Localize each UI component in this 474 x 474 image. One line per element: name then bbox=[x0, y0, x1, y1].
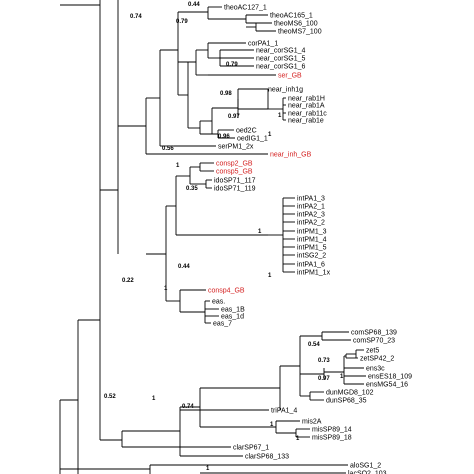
taxon-label: ensMG54_16 bbox=[366, 382, 408, 389]
taxon-label: dunMGD8_102 bbox=[326, 390, 374, 397]
support-value: 0.44 bbox=[178, 264, 190, 270]
taxon-label: clarSP68_133 bbox=[245, 454, 289, 461]
taxon-label: intPM1_5 bbox=[297, 245, 327, 252]
taxon-label: near_inh_GB bbox=[270, 152, 312, 159]
support-value: 0.97 bbox=[318, 376, 330, 382]
taxon-label: comSP70_23 bbox=[353, 338, 395, 345]
support-value: 0.98 bbox=[220, 91, 232, 97]
taxon-label: zet5 bbox=[366, 348, 379, 355]
taxon-label: near_rab1e bbox=[288, 118, 324, 125]
support-value: 0.74 bbox=[130, 14, 142, 20]
taxon-label: intPA1_3 bbox=[297, 196, 325, 203]
support-value: 1 bbox=[258, 229, 262, 235]
support-value: 0.54 bbox=[308, 342, 320, 348]
taxon-label: near_corSG1_4 bbox=[256, 48, 306, 55]
taxon-label: clarSP67_1 bbox=[233, 445, 269, 452]
taxon-label: intPM1_4 bbox=[297, 237, 327, 244]
taxon-label: intPA1_6 bbox=[297, 262, 325, 269]
taxon-label: intPA2_2 bbox=[297, 220, 325, 227]
support-values: 0.74 0.44 0.79 0.79 0.98 0.97 0.96 1 1 0.56 1 0.35 1… bbox=[104, 2, 344, 472]
support-value: 1 bbox=[270, 422, 274, 428]
taxon-label: oed2C bbox=[236, 128, 257, 135]
taxon-label: misSP89_18 bbox=[312, 435, 352, 442]
taxon-label: corPA1_1 bbox=[248, 41, 278, 48]
support-value: 1 bbox=[206, 466, 210, 472]
taxon-label: near_rab1H bbox=[288, 96, 325, 103]
support-value: 1 bbox=[278, 113, 282, 119]
taxon-label: intPA2_3 bbox=[297, 212, 325, 219]
taxon-label: aloSG1_2 bbox=[350, 463, 381, 470]
support-value: 0.44 bbox=[188, 2, 200, 8]
support-value: 0.96 bbox=[218, 134, 230, 140]
taxon-label: comSP68_139 bbox=[351, 330, 397, 337]
taxon-label: theoMS6_100 bbox=[274, 21, 318, 28]
support-value: 0.79 bbox=[226, 62, 238, 68]
taxon-label: idoSP71_117 bbox=[214, 178, 256, 185]
taxon-label: serPM1_2x bbox=[218, 144, 254, 151]
taxon-label: near_inh1g bbox=[268, 87, 303, 94]
taxon-label: eas. bbox=[212, 299, 225, 306]
taxon-label: near_corSG1_5 bbox=[256, 56, 306, 63]
support-value: 0.56 bbox=[162, 146, 174, 152]
support-value: 0.79 bbox=[176, 19, 188, 25]
taxon-label: theoMS7_100 bbox=[278, 29, 322, 36]
support-value: 1 bbox=[176, 163, 180, 169]
support-value: 0.22 bbox=[122, 278, 134, 284]
support-value: 1 bbox=[268, 273, 272, 279]
taxon-label: consp2_GB bbox=[216, 161, 253, 168]
taxon-labels: theoAC127_1theoAC165_1theoMS6_100theoMS7… bbox=[208, 5, 412, 474]
taxon-label: eas_1B bbox=[221, 307, 245, 314]
taxon-label: consp4_GB bbox=[208, 288, 245, 295]
support-value: 0.97 bbox=[228, 114, 240, 120]
support-value: 1 bbox=[268, 132, 272, 138]
support-value: 1 bbox=[164, 286, 168, 292]
taxon-label: ser_GB bbox=[278, 73, 302, 80]
taxon-label: intPM1_3 bbox=[297, 229, 327, 236]
support-value: 1 bbox=[152, 396, 156, 402]
taxon-label: intPA2_1 bbox=[297, 204, 325, 211]
tree-branches bbox=[59, 0, 366, 474]
taxon-label: triPA1_4 bbox=[271, 408, 297, 415]
taxon-label: theoAC127_1 bbox=[224, 5, 267, 12]
taxon-label: consp5_GB bbox=[216, 169, 253, 176]
taxon-label: ens3c bbox=[366, 366, 385, 373]
taxon-label: dunSP68_35 bbox=[326, 398, 367, 405]
taxon-label: near_corSG1_6 bbox=[256, 64, 306, 71]
taxon-label: mis2A bbox=[302, 419, 322, 426]
support-value: 0.74 bbox=[182, 404, 194, 410]
taxon-label: eas_7 bbox=[213, 321, 232, 328]
support-value: 0.73 bbox=[318, 358, 330, 364]
support-value: 0.35 bbox=[186, 186, 198, 192]
taxon-label: lacSQ2_103 bbox=[348, 471, 387, 474]
taxon-label: idoSP71_119 bbox=[214, 186, 256, 193]
taxon-label: eas_1d bbox=[221, 314, 244, 321]
support-value: 1 bbox=[296, 436, 300, 442]
support-value: 0.52 bbox=[104, 394, 116, 400]
taxon-label: oedIG1_1 bbox=[237, 136, 268, 143]
taxon-label: zetSP42_2 bbox=[360, 356, 394, 363]
taxon-label: intPM1_1x bbox=[297, 270, 331, 277]
taxon-label: theoAC165_1 bbox=[270, 13, 313, 20]
taxon-label: near_rab1A bbox=[288, 103, 325, 110]
taxon-label: misSP89_14 bbox=[312, 427, 352, 434]
taxon-label: near_rab11c bbox=[288, 111, 327, 118]
taxon-label: intSG2_2 bbox=[297, 253, 326, 260]
support-value: 1 bbox=[340, 374, 344, 380]
taxon-label: ensES18_109 bbox=[368, 374, 412, 381]
